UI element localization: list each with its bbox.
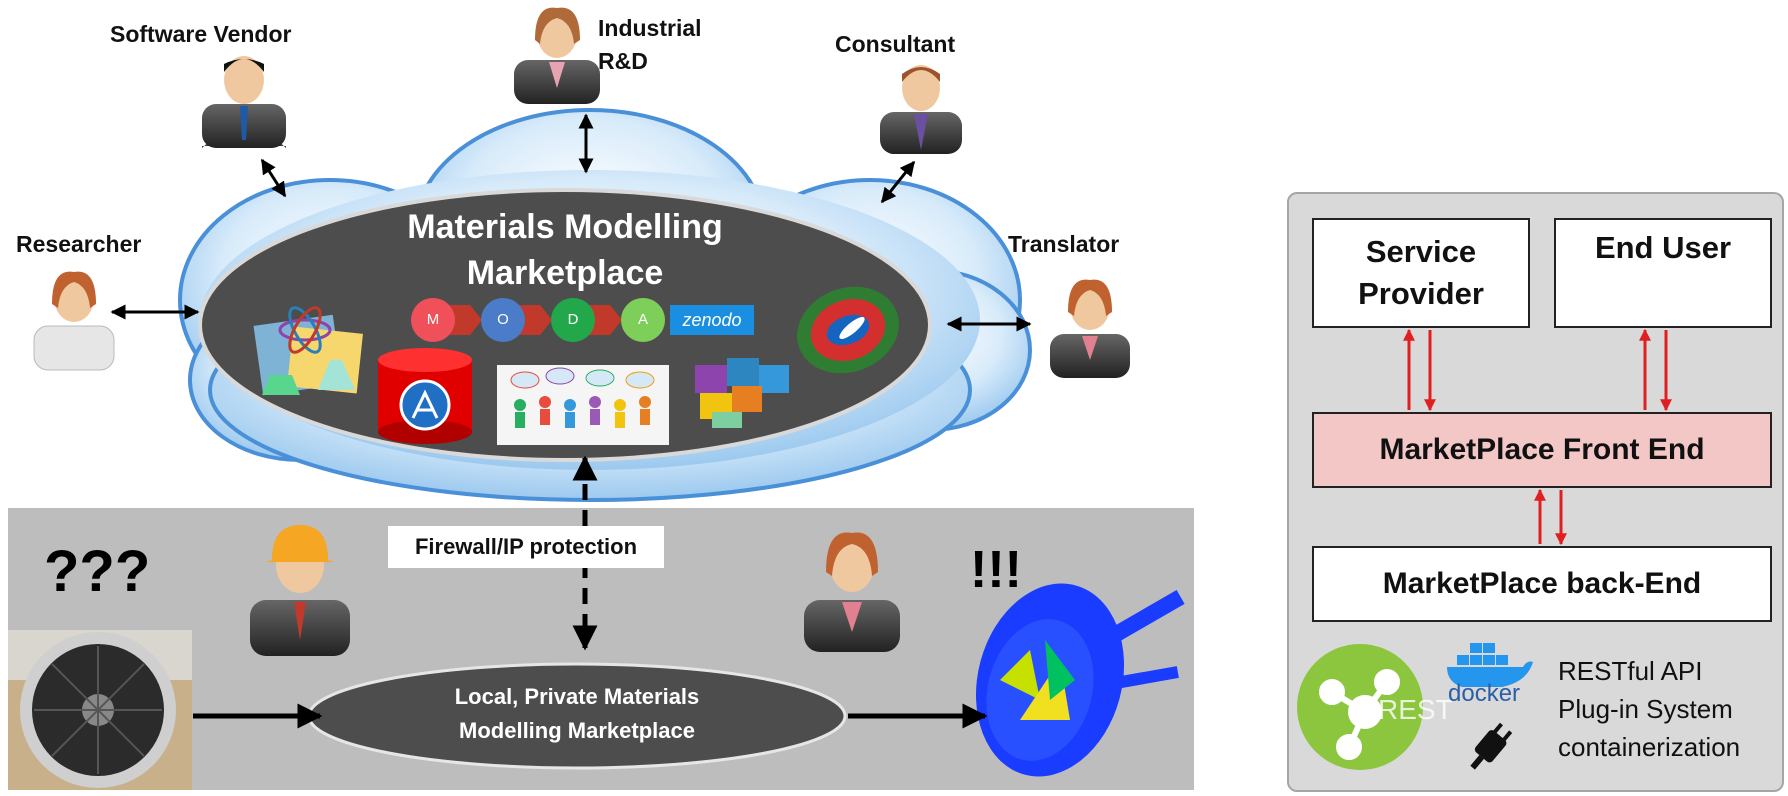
person-software-vendor bbox=[202, 56, 286, 148]
moda-step-o: O bbox=[497, 311, 509, 328]
simulation-icon bbox=[797, 286, 899, 374]
question-marks: ??? bbox=[44, 539, 151, 604]
app-store-icon bbox=[378, 348, 472, 444]
moda-step-m: M bbox=[426, 311, 440, 328]
community-icon bbox=[497, 365, 669, 445]
local-marketplace-label: Local, Private Materials Modelling Marke… bbox=[454, 684, 700, 743]
jet-engine-photo bbox=[8, 630, 192, 790]
moda-step-a: A bbox=[637, 311, 648, 328]
zenodo-logo-box bbox=[670, 305, 754, 335]
marketplace-diagram bbox=[8, 7, 1194, 790]
person-engineer-helmet bbox=[250, 525, 350, 656]
turbine-simulation bbox=[975, 583, 1185, 777]
docker-logo-text: docker bbox=[1448, 680, 1521, 707]
firewall-label: Firewall/IP protection bbox=[388, 526, 664, 568]
science-collage-icon bbox=[253, 306, 363, 396]
docker-logo bbox=[1447, 643, 1533, 687]
zenodo-logo: zenodo bbox=[682, 310, 742, 330]
rest-logo bbox=[1297, 644, 1423, 770]
feature-restful-api: RESTful API bbox=[1558, 656, 1703, 686]
person-industrial-rd bbox=[514, 7, 600, 104]
person-consultant bbox=[880, 65, 962, 154]
person-researcher bbox=[33, 271, 115, 371]
puzzle-icon bbox=[695, 358, 789, 428]
connector-arrows bbox=[110, 113, 1032, 332]
label-researcher: Researcher bbox=[16, 231, 142, 257]
cloud-title: Materials Modelling Marketplace bbox=[407, 208, 723, 292]
moda-step-d: D bbox=[567, 311, 579, 328]
label-translator: Translator bbox=[1008, 231, 1120, 257]
person-private-user bbox=[804, 532, 900, 652]
back-end-box: MarketPlace back-End bbox=[1312, 546, 1772, 622]
end-user-box: End User bbox=[1554, 218, 1772, 328]
plug-icon bbox=[1470, 722, 1513, 770]
architecture-arrows bbox=[1297, 328, 1672, 770]
feature-plugin-system: Plug-in System bbox=[1558, 694, 1733, 724]
person-translator bbox=[1050, 279, 1130, 378]
feature-containerization: containerization bbox=[1558, 732, 1741, 762]
front-end-box: MarketPlace Front End bbox=[1312, 412, 1772, 488]
rest-logo-text: REST bbox=[1378, 694, 1453, 725]
exclamation-marks: !!! bbox=[970, 541, 1022, 599]
moda-chain bbox=[411, 298, 665, 342]
label-software-vendor: Software Vendor bbox=[110, 21, 292, 47]
label-industrial-rd: Industrial R&D bbox=[598, 15, 702, 74]
label-consultant: Consultant bbox=[835, 31, 956, 57]
service-provider-box: Service Provider bbox=[1312, 218, 1530, 328]
